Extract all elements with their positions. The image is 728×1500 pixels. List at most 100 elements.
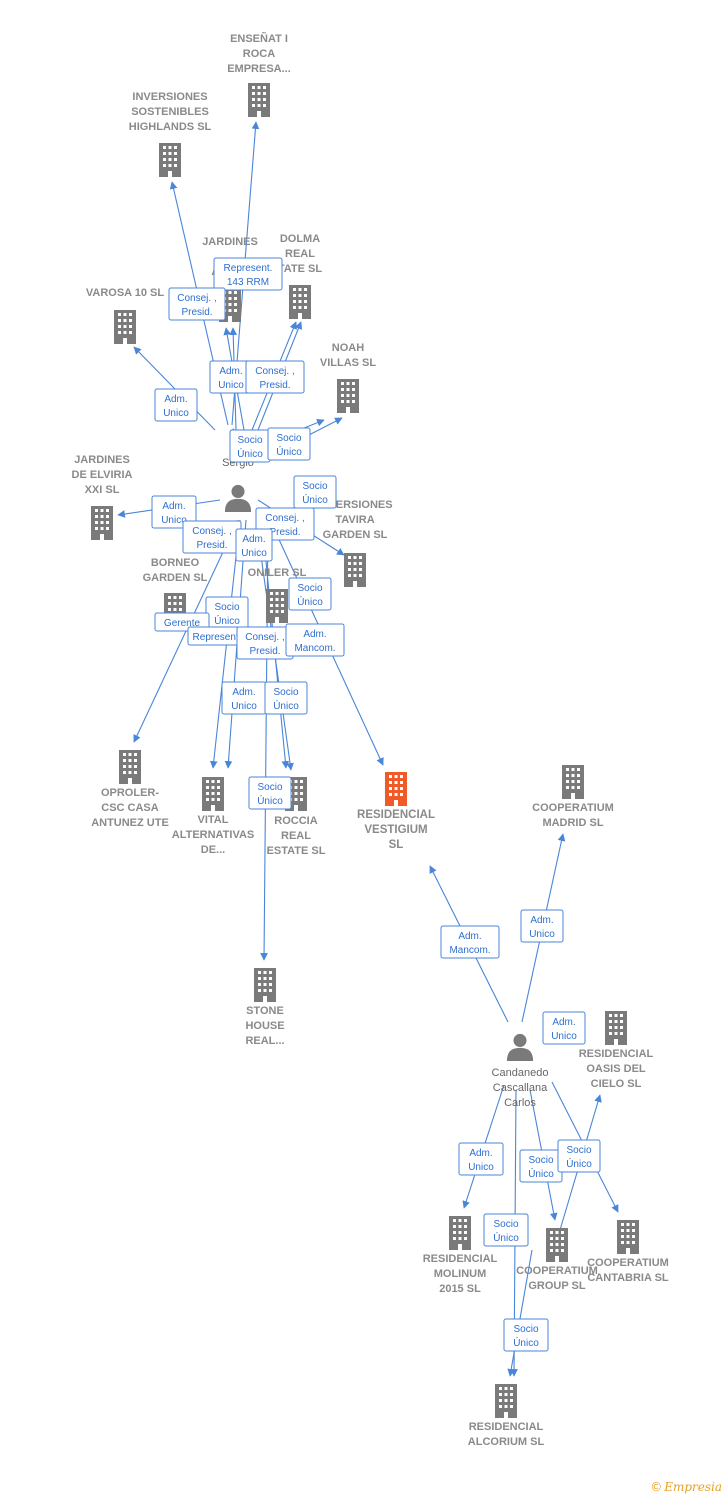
node-label: STONE (246, 1005, 284, 1017)
label-text: Unico (241, 548, 267, 559)
node-oniler[interactable]: ONILER SL (248, 567, 307, 623)
label-text: Único (493, 1231, 519, 1244)
label-text: Unico (163, 408, 189, 419)
node-label: RESIDENCIAL (423, 1253, 498, 1265)
node-jardines_top[interactable]: JARDINES (202, 236, 258, 322)
label-text: Consej. , (245, 632, 284, 643)
node-label: Carlos (504, 1097, 536, 1109)
edge-label-l16[interactable]: Represent. (187, 626, 247, 646)
edge-label-l4[interactable]: Consej. ,Presid. (245, 360, 305, 394)
node-label: RESIDENCIAL (579, 1048, 654, 1060)
edge-label-l25[interactable]: Adm.Unico (458, 1142, 504, 1176)
edge-label-l2[interactable]: Consej. ,Presid. (168, 287, 226, 321)
edge-label-l10[interactable]: Consej. ,Presid. (182, 520, 242, 554)
label-text: Mancom. (449, 945, 490, 956)
building-icon (159, 143, 181, 177)
node-varosa[interactable]: VAROSA 10 SL (86, 287, 165, 344)
label-text: Socio (528, 1155, 553, 1166)
node-vital[interactable]: VITALALTERNATIVASDE... (172, 777, 255, 856)
label-box (264, 681, 308, 715)
building-icon (337, 379, 359, 413)
label-text: Único (276, 445, 302, 458)
label-text: Único (237, 447, 263, 460)
node-label: REAL (285, 248, 315, 260)
node-label: CIELO SL (591, 1078, 642, 1090)
empresia-logo[interactable]: ©Empresia (650, 1480, 722, 1494)
label-text: Único (214, 614, 240, 627)
edge-label-l22[interactable]: Adm.Mancom. (440, 925, 500, 959)
label-text: Adm. (469, 1148, 492, 1159)
label-text: Socio (276, 433, 301, 444)
edge-label-l5[interactable]: Adm.Unico (154, 388, 198, 422)
label-box (151, 495, 197, 529)
person-icon (224, 484, 252, 512)
label-text: Socio (302, 481, 327, 492)
edge-label-l9[interactable]: Adm.Unico (151, 495, 197, 529)
label-box (154, 388, 198, 422)
edge-label-l12[interactable]: Adm.Unico (235, 528, 273, 562)
node-label: XXI SL (85, 484, 120, 496)
label-text: Único (513, 1336, 539, 1349)
node-label: VILLAS SL (320, 357, 377, 369)
node-label: COOPERATIUM (532, 802, 614, 814)
node-label: 2015 SL (439, 1283, 481, 1295)
edge-label-l24[interactable]: Adm.Unico (542, 1011, 586, 1045)
node-label: Candanedo (492, 1067, 549, 1079)
edge-label-l18[interactable]: Adm.Mancom. (285, 623, 345, 657)
node-label: TATE SL (278, 263, 322, 275)
edge-label-l23[interactable]: Adm.Unico (520, 909, 564, 943)
label-box (285, 623, 345, 657)
label-text: Socio (566, 1145, 591, 1156)
edge-label-l19[interactable]: Adm.Unico (221, 681, 267, 715)
label-text: Único (566, 1157, 592, 1170)
label-text: Socio (257, 782, 282, 793)
edge-label-l1[interactable]: Represent.143 RRM (213, 257, 283, 291)
label-box (458, 1142, 504, 1176)
node-stone[interactable]: STONEHOUSEREAL... (245, 968, 285, 1047)
node-label: GARDEN SL (143, 572, 208, 584)
node-label: TAVIRA (335, 514, 374, 526)
node-ensenat[interactable]: ENSEÑAT IROCAEMPRESA... (227, 32, 291, 117)
node-label: MOLINUM (434, 1268, 487, 1280)
label-text: Socio (273, 687, 298, 698)
node-molinum[interactable]: RESIDENCIAL MOLINUM 2015 SL (423, 1216, 498, 1295)
label-text: Consej. , (265, 513, 304, 524)
label-text: Presid. (181, 307, 212, 318)
node-label: EMPRESA... (227, 63, 291, 75)
building-icon (495, 1384, 517, 1418)
focus-company-icon (385, 772, 407, 806)
node-label: ROCA (243, 48, 275, 60)
node-label: JARDINES (74, 454, 130, 466)
node-label: ALCORIUM SL (468, 1436, 545, 1448)
building-icon (114, 310, 136, 344)
label-text: Unico (218, 380, 244, 391)
edge-label-l17[interactable]: Consej. ,Presid. (236, 626, 294, 660)
